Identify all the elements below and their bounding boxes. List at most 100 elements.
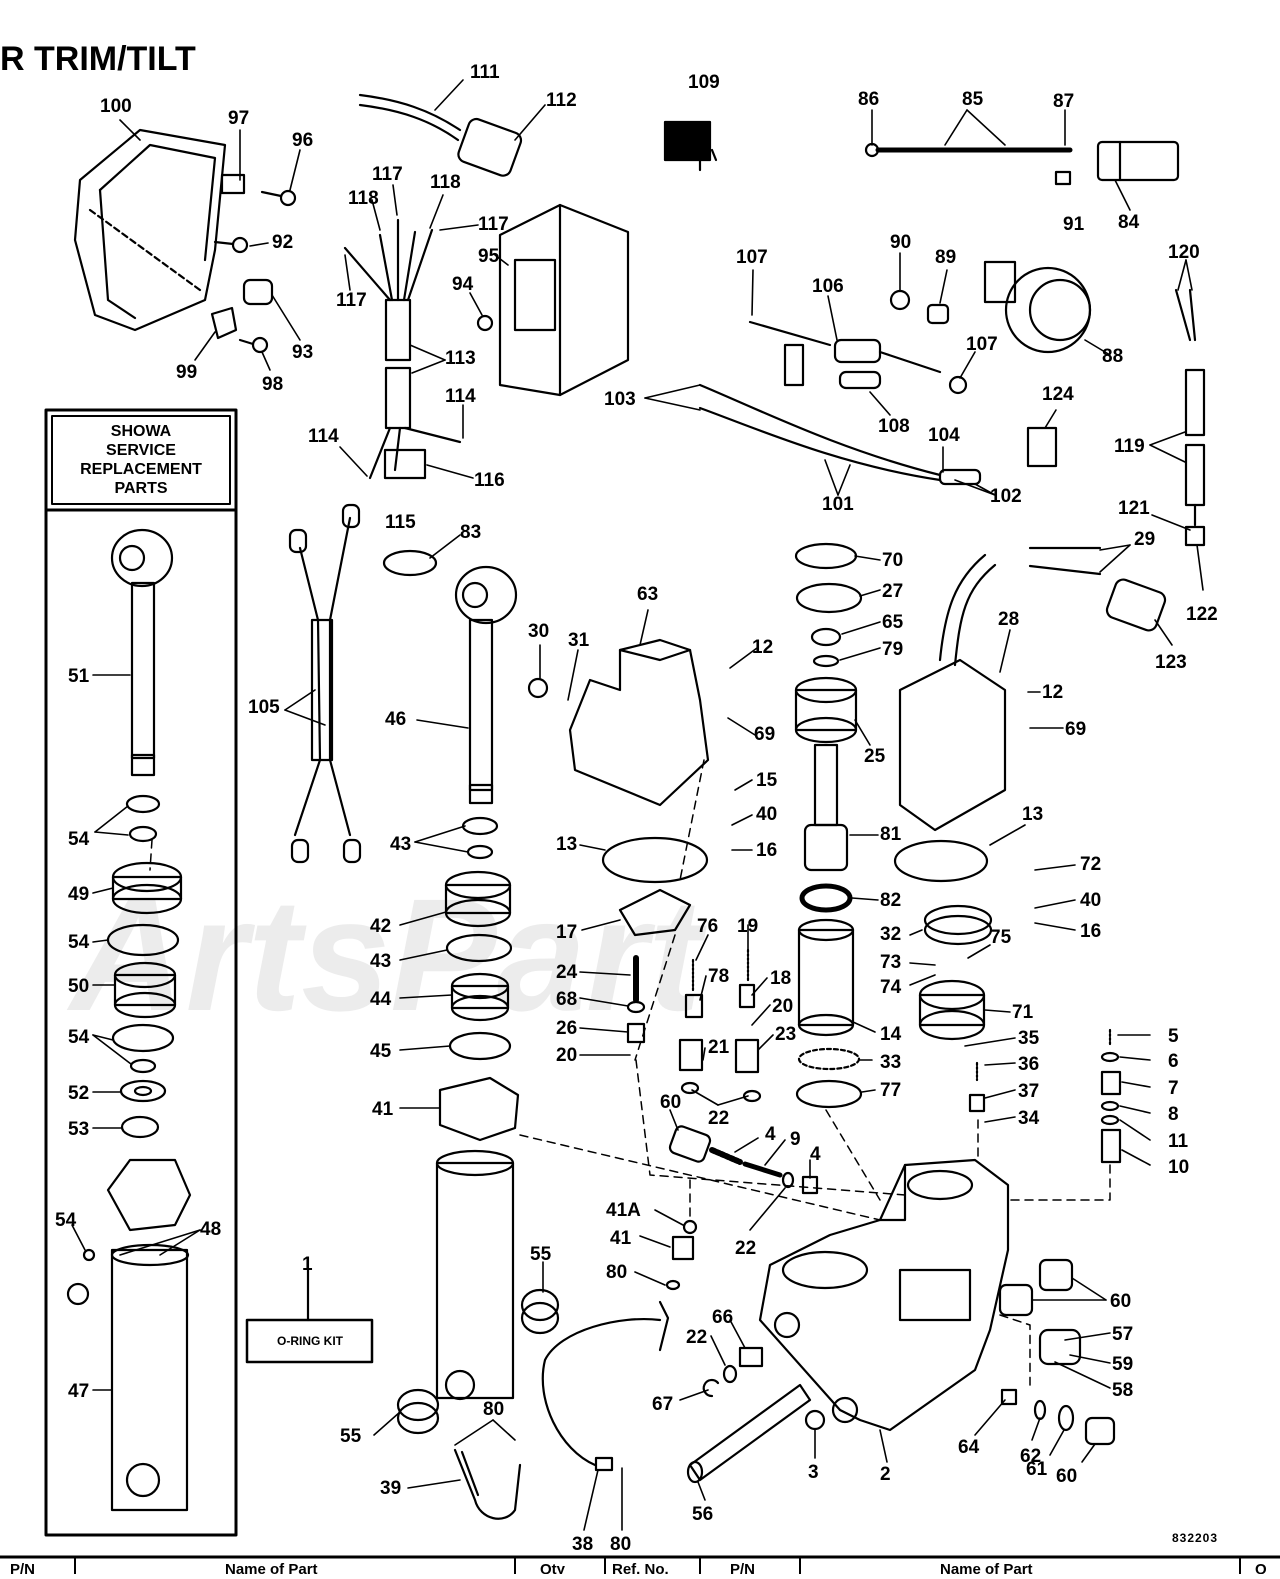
callout-label: 50	[68, 976, 89, 997]
callout-label: 97	[228, 108, 249, 129]
bushing-93	[242, 278, 274, 306]
nut-90	[889, 289, 911, 311]
callout-label: 69	[754, 724, 775, 745]
bulb-89	[926, 303, 950, 325]
screw-96	[260, 189, 297, 207]
callout-label: 15	[756, 770, 778, 791]
connector-123	[1105, 578, 1167, 632]
valve-60a	[668, 1125, 712, 1163]
callout-label: 75	[990, 927, 1012, 948]
piston-rod-46	[454, 565, 518, 805]
callout-label: 58	[1112, 1380, 1133, 1401]
callout-label: 84	[1118, 212, 1140, 233]
check-37	[968, 1093, 986, 1113]
o-ring-13-left	[601, 836, 709, 884]
callout-label: 13	[556, 834, 577, 855]
callout-label: 30	[528, 621, 549, 642]
callout-label: 93	[292, 342, 313, 363]
callout-label: 90	[890, 232, 911, 253]
callout-label: 56	[692, 1504, 713, 1525]
callout-label: 109	[688, 72, 720, 93]
leader-lines	[71, 79, 1204, 1531]
callout-label: 5	[1168, 1026, 1179, 1047]
piston-50	[113, 961, 177, 1019]
callout-label: 1	[302, 1254, 313, 1275]
callout-label: 107	[736, 247, 768, 268]
callout-label: 49	[68, 884, 89, 905]
connector-84	[1096, 140, 1180, 182]
callout-label: 117	[336, 290, 367, 311]
callout-label: 29	[1134, 529, 1155, 550]
fitting-66	[738, 1346, 764, 1368]
callout-label: 95	[478, 246, 500, 267]
callout-label: 100	[100, 96, 132, 117]
callout-label: 57	[1112, 1324, 1133, 1345]
callout-label: 11	[1168, 1131, 1189, 1152]
callout-label: 41A	[606, 1200, 641, 1221]
screw-30	[527, 677, 549, 699]
callout-label: 48	[200, 1219, 221, 1240]
callout-label: 23	[775, 1024, 796, 1045]
col-pn: P/N	[10, 1561, 35, 1574]
o-ring-79	[812, 654, 840, 668]
callout-label: 80	[610, 1534, 631, 1555]
o-ring-70	[794, 542, 858, 570]
callout-label: 111	[470, 62, 500, 83]
callout-label: 14	[880, 1024, 902, 1045]
cap-7	[1100, 1070, 1122, 1096]
valve-10	[1100, 1128, 1122, 1164]
callout-label: 80	[606, 1262, 627, 1283]
callout-label: 74	[880, 977, 902, 998]
o-ring-22c	[722, 1364, 738, 1384]
callout-label: 22	[708, 1108, 729, 1129]
piston-rod-51	[110, 528, 174, 777]
callout-label: 88	[1102, 346, 1123, 367]
clamp-83	[382, 549, 438, 577]
o-ring-kit-box	[245, 1268, 374, 1364]
callout-label: 79	[882, 639, 903, 660]
plate-17	[618, 888, 692, 937]
callout-label: 2	[880, 1464, 891, 1485]
callout-label: 69	[1065, 719, 1086, 740]
callout-label: 64	[958, 1437, 980, 1458]
showa-line-4: PARTS	[114, 480, 167, 497]
pump-25	[794, 676, 858, 744]
callout-label: 27	[882, 581, 903, 602]
motor-28	[898, 553, 1007, 832]
leads-101-104	[698, 383, 982, 486]
callout-label: 78	[708, 966, 729, 987]
callout-label: 116	[474, 470, 505, 491]
check-78	[684, 993, 704, 1019]
callout-label: 60	[660, 1092, 681, 1113]
callout-label: 118	[348, 188, 379, 209]
assembly-lines	[149, 759, 1111, 1386]
relay-109	[663, 120, 718, 172]
plug-55a	[520, 1288, 560, 1335]
callout-label: 94	[452, 274, 474, 295]
callout-label: 12	[752, 637, 773, 658]
showa-line-1: SHOWA	[111, 423, 172, 440]
seal-65	[810, 627, 842, 647]
showa-line-3: REPLACEMENT	[80, 461, 202, 478]
nut-3	[804, 1409, 826, 1431]
shaft-81	[803, 743, 849, 872]
callout-label: 112	[546, 90, 577, 111]
piston-44	[450, 972, 510, 1022]
callout-label: 87	[1053, 91, 1074, 112]
cable-plug-111-112	[358, 93, 523, 177]
callout-label: 33	[880, 1052, 901, 1073]
callout-label: 18	[770, 968, 791, 989]
check-18	[738, 983, 756, 1009]
trim-sender-lead-85	[864, 142, 1073, 158]
callout-label: 120	[1168, 242, 1200, 263]
callout-label: 66	[712, 1307, 733, 1328]
page-title: R TRIM/TILT	[0, 40, 196, 78]
callout-label: 16	[1080, 921, 1101, 942]
callout-label: 40	[1080, 890, 1101, 911]
washer-52	[119, 1079, 167, 1103]
valve-23	[734, 1038, 760, 1074]
callout-label: 6	[1168, 1051, 1179, 1072]
callout-label: 99	[176, 362, 197, 383]
callout-label: 113	[445, 348, 476, 369]
